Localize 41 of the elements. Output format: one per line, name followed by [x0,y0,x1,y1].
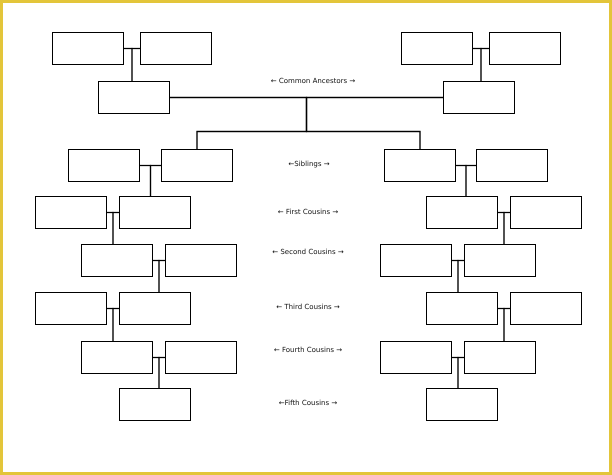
person-box [140,32,212,65]
person-box [510,292,582,325]
person-box [384,149,456,182]
connector-line [457,260,464,292]
connector-line [480,48,489,81]
person-box [489,32,561,65]
person-box [98,81,170,114]
connector-line [158,260,165,292]
person-box [464,341,536,374]
person-box [119,388,191,421]
connector-line [158,356,165,388]
connector-line [112,212,119,244]
person-box [52,32,124,65]
connector-line [503,308,510,341]
person-box [35,196,107,229]
person-box [464,244,536,277]
person-box [380,341,452,374]
person-box [119,196,191,229]
person-box [81,244,153,277]
person-box [161,149,233,182]
connector-line [465,164,476,196]
connector-line [150,164,161,196]
person-box [443,81,515,114]
connector-line [131,48,140,81]
connector-line [112,308,119,341]
person-box [165,341,237,374]
person-box [380,244,452,277]
person-box [68,149,140,182]
person-box [35,292,107,325]
connector-line [457,356,464,388]
connector-line [306,96,443,149]
person-box [119,292,191,325]
person-box [81,341,153,374]
person-box [165,244,237,277]
connector-line [503,212,510,244]
person-box [426,388,498,421]
person-box [426,292,498,325]
person-box [510,196,582,229]
person-box [426,196,498,229]
person-box [476,149,548,182]
person-box [401,32,473,65]
